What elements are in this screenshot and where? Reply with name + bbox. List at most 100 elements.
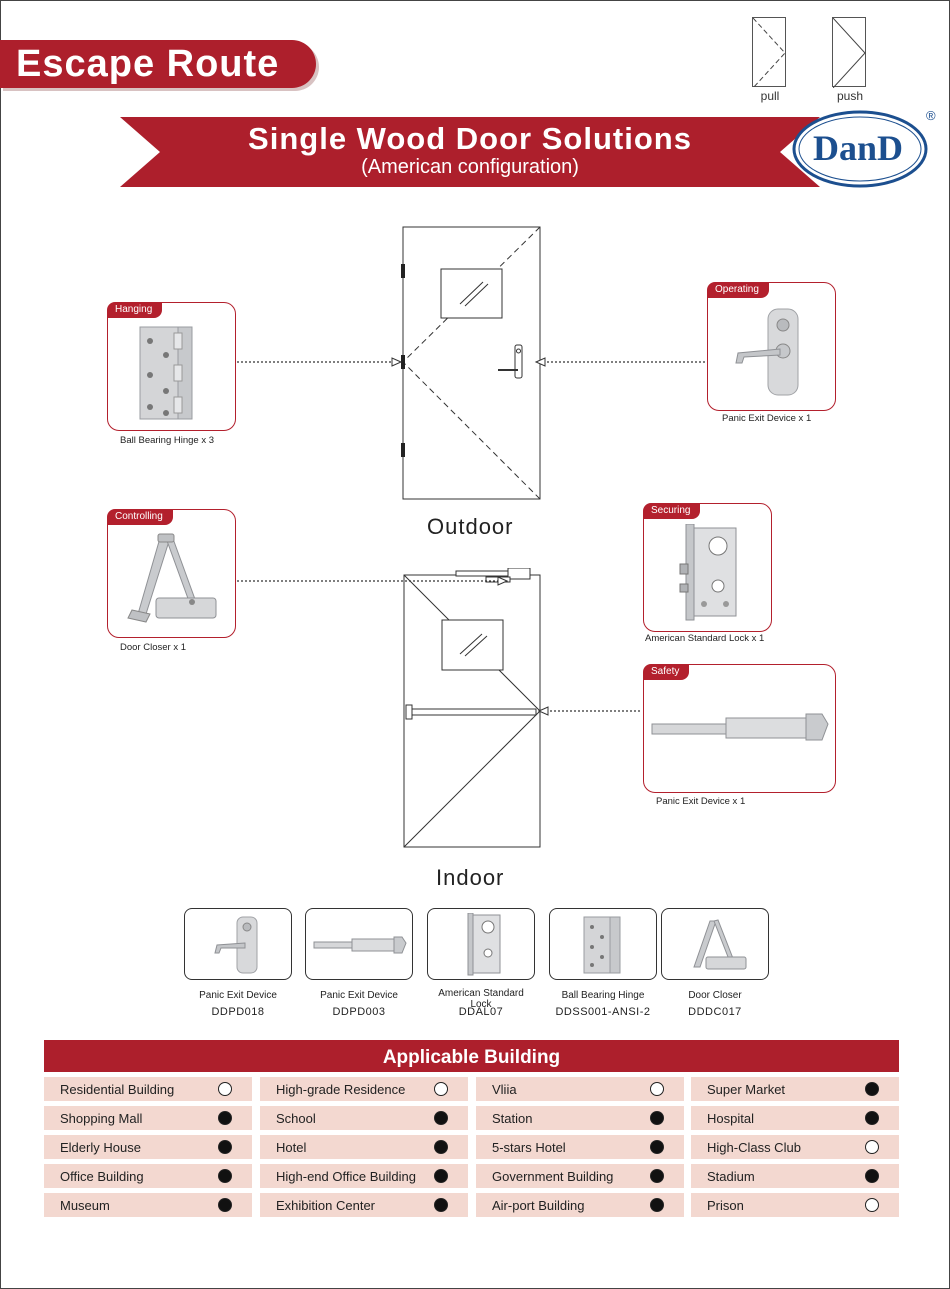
building-label: High-grade Residence	[276, 1082, 406, 1097]
panic-bar-icon	[313, 936, 407, 954]
applicable-building-header: Applicable Building	[44, 1040, 899, 1072]
product-name: Door Closer	[688, 990, 742, 1001]
indoor-label: Indoor	[436, 865, 505, 890]
component-caption-securing: American Standard Lock x 1	[645, 633, 765, 644]
building-label: High-Class Club	[707, 1140, 801, 1155]
product-card-ddpd003[interactable]	[305, 908, 413, 980]
product-code: DDDC017	[688, 1006, 742, 1018]
hinge-icon	[583, 916, 621, 974]
dand-logo-icon	[792, 110, 928, 188]
suitable-dot-icon	[218, 1169, 232, 1183]
component-card-securing[interactable]: Securing	[643, 503, 772, 632]
not-suitable-dot-icon	[650, 1082, 664, 1096]
component-tag: Hanging	[107, 302, 163, 318]
product-name: Panic Exit Device	[199, 990, 277, 1001]
building-label: Exhibition Center	[276, 1198, 375, 1213]
leader-lines	[237, 357, 707, 716]
building-cell: High-end Office Building	[260, 1164, 468, 1188]
suitable-dot-icon	[434, 1111, 448, 1125]
not-suitable-dot-icon	[434, 1082, 448, 1096]
building-cell: Shopping Mall	[44, 1106, 252, 1130]
component-card-controlling[interactable]: Controlling	[107, 509, 236, 638]
component-caption-operating: Panic Exit Device x 1	[722, 413, 812, 424]
building-label: Residential Building	[60, 1082, 175, 1097]
component-card-operating[interactable]: Operating	[707, 282, 836, 411]
building-cell: School	[260, 1106, 468, 1130]
building-cell: Air-port Building	[476, 1193, 684, 1217]
building-label: Shopping Mall	[60, 1111, 143, 1126]
building-label: 5-stars Hotel	[492, 1140, 566, 1155]
pull-icon	[752, 17, 786, 89]
push-label: push	[836, 89, 864, 103]
component-caption-safety: Panic Exit Device x 1	[656, 796, 746, 807]
suitable-dot-icon	[650, 1169, 664, 1183]
building-label: School	[276, 1111, 316, 1126]
building-cell: Super Market	[691, 1077, 899, 1101]
component-card-hanging[interactable]: Hanging	[107, 302, 236, 431]
component-caption-hanging: Ball Bearing Hinge x 3	[120, 435, 214, 446]
building-label: High-end Office Building	[276, 1169, 416, 1184]
suitable-dot-icon	[865, 1111, 879, 1125]
building-label: Hotel	[276, 1140, 307, 1155]
logo-text: DanD	[812, 128, 904, 168]
mortise-lock-icon	[679, 524, 737, 621]
building-cell: Vliia	[476, 1077, 684, 1101]
component-card-safety[interactable]: Safety	[643, 664, 836, 793]
component-tag: Securing	[643, 503, 701, 519]
building-cell: High-Class Club	[691, 1135, 899, 1159]
building-cell: 5-stars Hotel	[476, 1135, 684, 1159]
not-suitable-dot-icon	[865, 1198, 879, 1212]
building-label: Government Building	[492, 1169, 614, 1184]
not-suitable-dot-icon	[865, 1140, 879, 1154]
product-card-dddc017[interactable]	[661, 908, 769, 980]
hinge-icon	[139, 326, 193, 420]
building-cell: Elderly House	[44, 1135, 252, 1159]
building-label: Super Market	[707, 1082, 786, 1097]
suitable-dot-icon	[434, 1169, 448, 1183]
suitable-dot-icon	[865, 1082, 879, 1096]
building-label: Elderly House	[60, 1140, 141, 1155]
door-closer-icon	[693, 919, 747, 970]
not-suitable-dot-icon	[218, 1082, 232, 1096]
suitable-dot-icon	[650, 1111, 664, 1125]
suitable-dot-icon	[650, 1140, 664, 1154]
product-name: Panic Exit Device	[320, 990, 398, 1001]
component-tag: Operating	[707, 282, 769, 298]
product-code: DDAL07	[458, 1006, 504, 1018]
building-cell: Exhibition Center	[260, 1193, 468, 1217]
mortise-lock-icon	[467, 913, 501, 976]
registered-mark: ®	[926, 108, 936, 123]
suitable-dot-icon	[434, 1198, 448, 1212]
lever-lock-icon	[214, 916, 258, 974]
lever-lock-icon	[735, 308, 799, 396]
page-title: Escape Route	[16, 43, 280, 85]
building-label: Station	[492, 1111, 533, 1126]
building-cell: Residential Building	[44, 1077, 252, 1101]
building-label: Hospital	[707, 1111, 754, 1126]
building-label: Office Building	[60, 1169, 144, 1184]
banner-subtitle: (American configuration)	[361, 156, 579, 178]
building-label: Stadium	[707, 1169, 755, 1184]
suitable-dot-icon	[434, 1140, 448, 1154]
suitable-dot-icon	[218, 1111, 232, 1125]
pull-label: pull	[760, 89, 780, 103]
suitable-dot-icon	[650, 1198, 664, 1212]
building-label: Vliia	[492, 1082, 517, 1097]
building-cell: Museum	[44, 1193, 252, 1217]
component-caption-controlling: Door Closer x 1	[120, 642, 186, 653]
building-cell: Government Building	[476, 1164, 684, 1188]
building-cell: Office Building	[44, 1164, 252, 1188]
building-cell: Prison	[691, 1193, 899, 1217]
door-closer-icon	[127, 533, 217, 623]
suitable-dot-icon	[865, 1169, 879, 1183]
page-title-tag: Escape Route	[0, 40, 316, 88]
product-name: Ball Bearing Hinge	[561, 990, 645, 1001]
product-card-ddss001[interactable]	[549, 908, 657, 980]
product-code: DDPD018	[211, 1006, 265, 1018]
panic-bar-icon	[651, 713, 829, 741]
building-cell: Hospital	[691, 1106, 899, 1130]
product-card-ddal07[interactable]	[427, 908, 535, 980]
banner-ribbon	[120, 117, 820, 187]
product-card-ddpd018[interactable]	[184, 908, 292, 980]
building-cell: High-grade Residence	[260, 1077, 468, 1101]
